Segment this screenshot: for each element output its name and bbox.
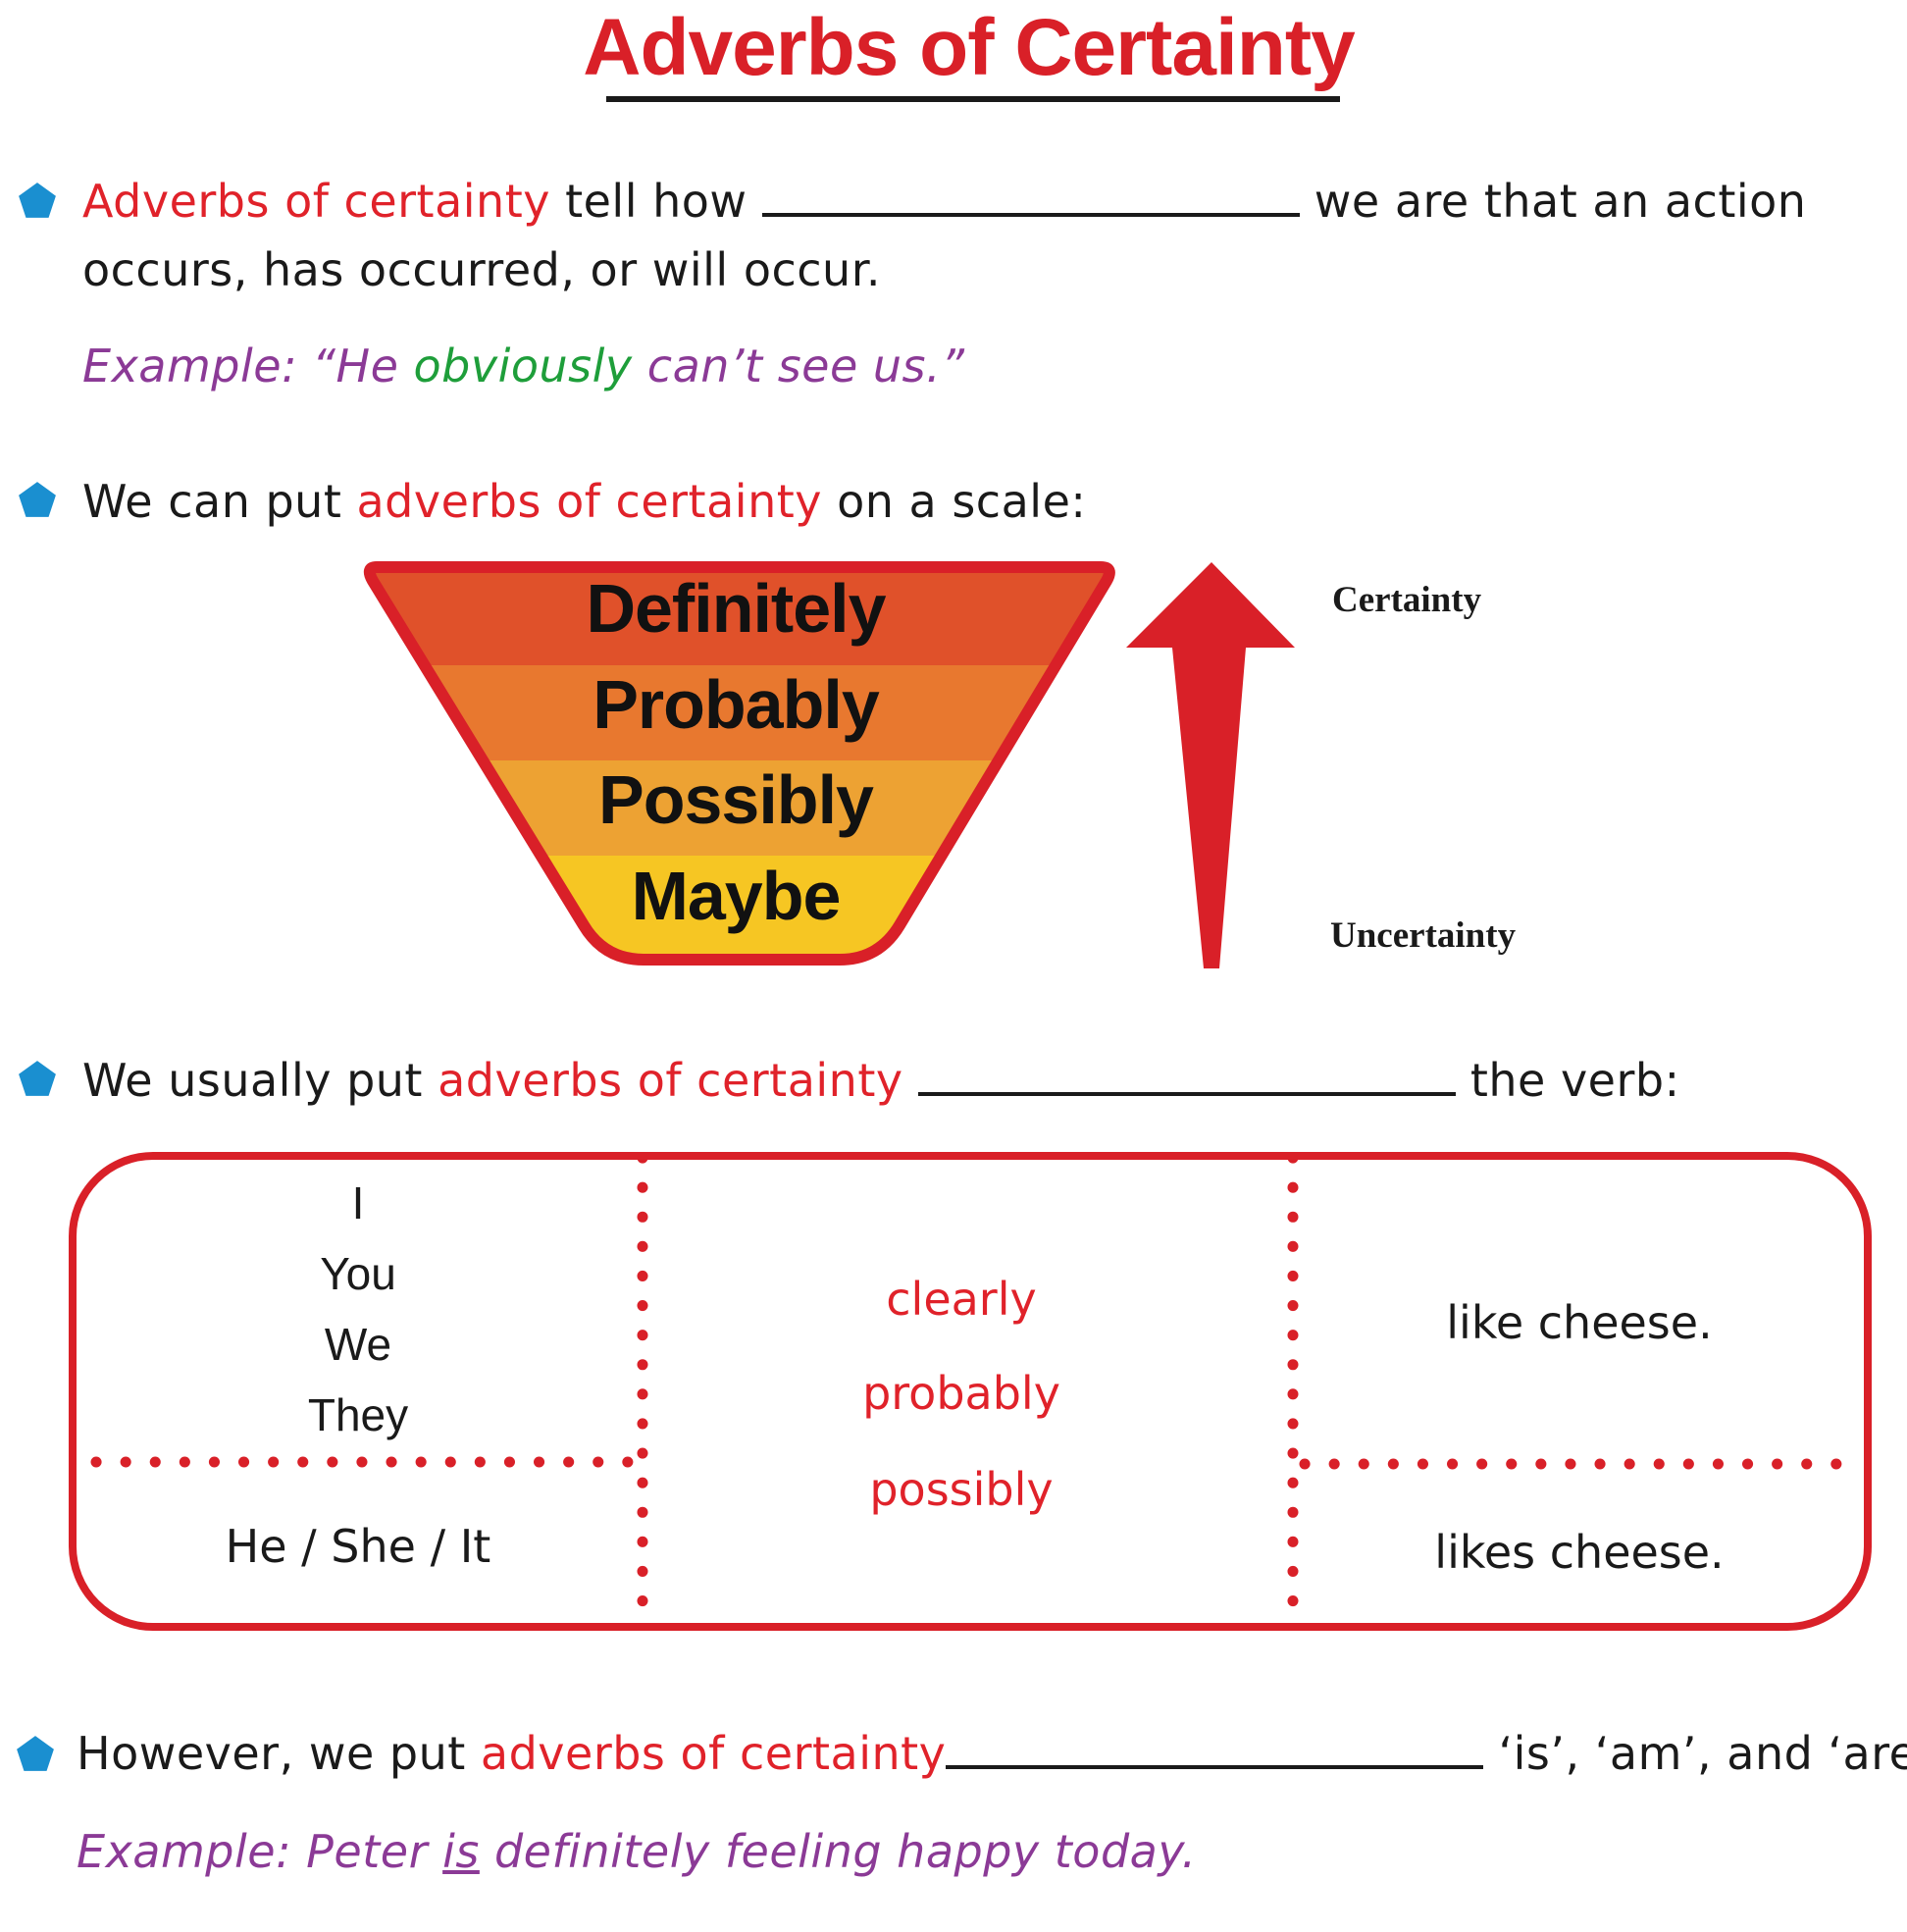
definition-text: tell how <box>549 175 762 228</box>
scale-level-possibly: Possibly <box>598 761 874 838</box>
example-text: Example: Peter <box>77 1825 443 1878</box>
term-highlight: adverbs of certainty <box>480 1727 947 1780</box>
funnel-band-definitely <box>369 567 1109 665</box>
up-arrow-icon <box>1126 562 1295 968</box>
placement-text: We usually put <box>82 1054 438 1107</box>
verb-singular: likes cheese. <box>1434 1526 1725 1579</box>
subject-i: I <box>351 1177 365 1228</box>
scale-intro: We can put adverbs of certainty on a sca… <box>82 467 1086 536</box>
placement-text: the verb: <box>1455 1054 1680 1107</box>
fill-in-blank[interactable] <box>917 1074 1456 1096</box>
placement-rule: We usually put adverbs of certainty the … <box>82 1046 1680 1115</box>
scale-level-probably: Probably <box>593 666 880 743</box>
subject-we: We <box>324 1319 392 1370</box>
uncertainty-label: Uncertainty <box>1330 915 1517 956</box>
funnel-band-probably <box>369 665 1109 760</box>
definition-text: occurs, has occurred, or will occur. <box>82 243 882 296</box>
fill-in-blank[interactable] <box>761 195 1300 217</box>
example-text: Example: “He <box>82 339 414 392</box>
example-table-frame <box>69 1152 1872 1631</box>
subject-he-she-it: He / She / It <box>225 1520 491 1573</box>
example-verb: is <box>442 1825 480 1878</box>
pentagon-bullet-icon <box>19 183 56 218</box>
verb-plural: like cheese. <box>1446 1296 1713 1349</box>
definition-text: we are that an action <box>1299 175 1807 228</box>
adverb-clearly: clearly <box>886 1273 1037 1326</box>
exception-text: However, we put <box>77 1727 481 1780</box>
subject-they: They <box>307 1389 409 1440</box>
pentagon-bullet-icon <box>17 1736 54 1771</box>
adverb-possibly: possibly <box>869 1463 1054 1516</box>
certainty-label: Certainty <box>1332 580 1482 620</box>
pentagon-bullet-icon <box>19 1061 56 1096</box>
example-text: definitely feeling happy today. <box>479 1825 1197 1878</box>
adverb-probably: probably <box>862 1367 1060 1420</box>
fill-in-blank[interactable] <box>946 1748 1484 1769</box>
exception-text: ‘is’, ‘am’, and ‘are’. <box>1483 1727 1907 1780</box>
example-sentence: Example: Peter is definitely feeling hap… <box>77 1817 1197 1886</box>
title-underline <box>606 96 1340 102</box>
exception-rule: However, we put adverbs of certainty ‘is… <box>77 1719 1907 1788</box>
term-highlight: adverbs of certainty <box>356 475 822 528</box>
term-highlight: Adverbs of certainty <box>82 175 550 228</box>
scale-intro-text: We can put <box>82 475 357 528</box>
scale-level-maybe: Maybe <box>631 858 842 934</box>
scale-intro-text: on a scale: <box>821 475 1087 528</box>
scale-level-definitely: Definitely <box>586 570 886 647</box>
pentagon-bullet-icon <box>19 482 56 517</box>
example-text: can’t see us.” <box>632 339 965 392</box>
example-adverb: obviously <box>413 339 633 392</box>
certainty-funnel <box>363 561 1115 966</box>
term-highlight: adverbs of certainty <box>438 1054 903 1107</box>
example-sentence: Example: “He obviously can’t see us.” <box>82 332 964 400</box>
page-title: Adverbs of Certainty <box>583 3 1356 92</box>
definition-line-1: Adverbs of certainty tell how we are tha… <box>82 167 1806 235</box>
subject-you: You <box>320 1248 396 1299</box>
